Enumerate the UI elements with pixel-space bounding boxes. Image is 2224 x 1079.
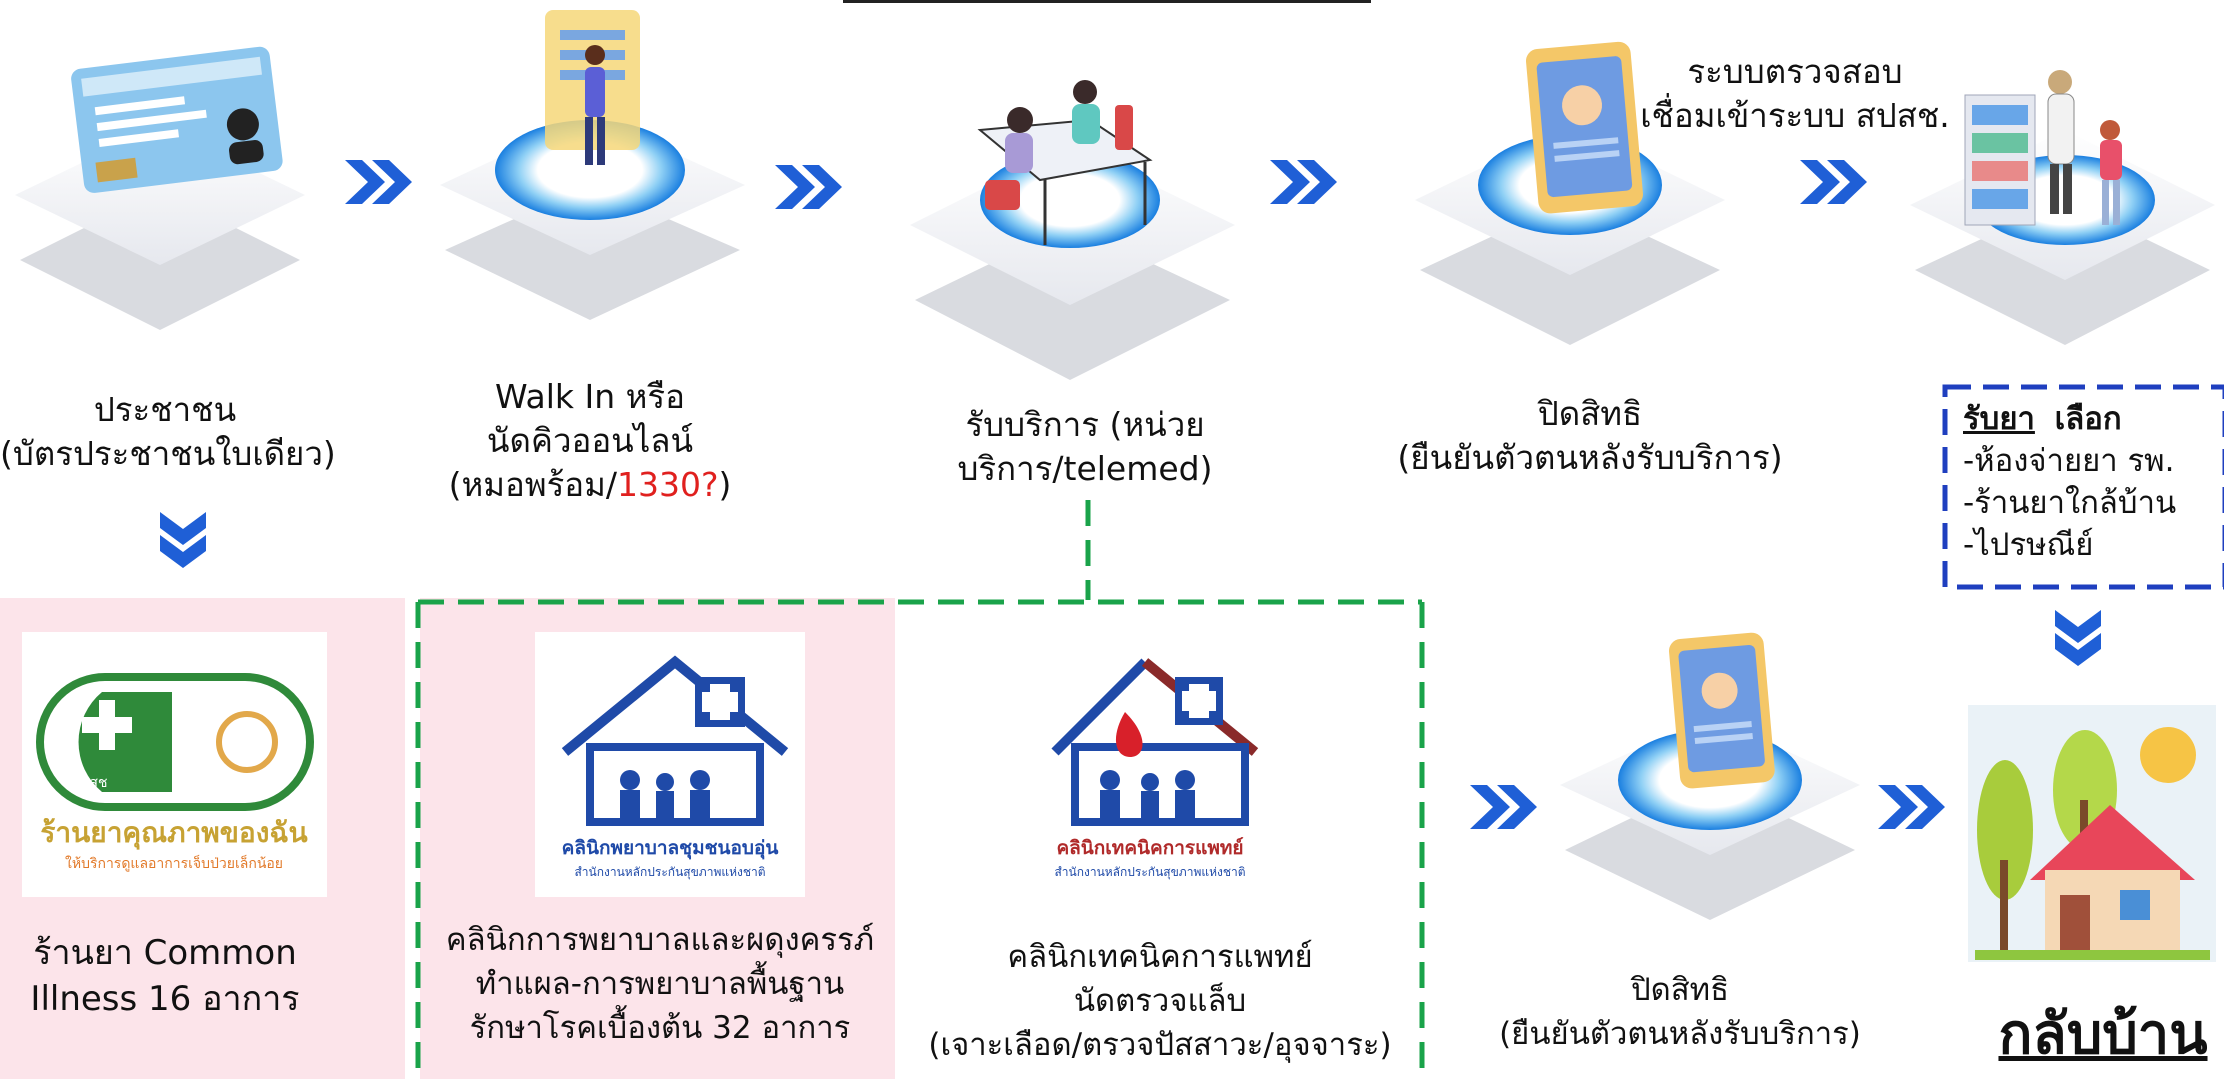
pharmacy-logo-text2: ให้บริการดูแลอาการเจ็บป่วยเล็กน้อย bbox=[65, 854, 283, 872]
lab-clinic-logo-card: คลินิกเทคนิคการแพทย์ สำนักงานหลักประกันส… bbox=[1015, 632, 1285, 897]
pickup-options: รับยา เลือก -ห้องจ่ายยา รพ. -ร้านยาใกล้บ… bbox=[1963, 398, 2223, 566]
pharmacy-line1: ร้านยา Common bbox=[33, 933, 297, 973]
step1-line1: ประชาชน bbox=[93, 390, 237, 429]
chevron-right-icon-3 bbox=[1270, 160, 1337, 204]
nursing-line1: คลินิกการพยาบาลและผดุงครรภ์ bbox=[445, 922, 875, 958]
step2-line1: Walk In หรือ bbox=[495, 377, 685, 416]
lab-line2: นัดตรวจแล็บ bbox=[1073, 983, 1247, 1019]
chevron-right-icon-2 bbox=[775, 165, 842, 209]
step3-label: รับบริการ (หน่วย บริการ/telemed) bbox=[920, 403, 1250, 491]
chevron-down-icon-1 bbox=[160, 512, 206, 568]
consultation-icon bbox=[977, 80, 1153, 245]
close-line1: ปิดสิทธิ bbox=[1630, 972, 1730, 1008]
home-icon bbox=[1968, 705, 2216, 962]
chevron-right-icon-4 bbox=[1800, 160, 1867, 204]
pharmacy-logo-small: สปสช bbox=[72, 774, 107, 790]
nursing-line2: ทำแผล-การพยาบาลพื้นฐาน bbox=[475, 966, 845, 1002]
verify-phone-icon-2 bbox=[1669, 632, 1775, 789]
close-rights-label: ปิดสิทธิ (ยืนยันตัวตนหลังรับบริการ) bbox=[1480, 968, 1880, 1056]
verify-phone-icon bbox=[1526, 41, 1643, 214]
nursing-clinic-label: คลินิกการพยาบาลและผดุงครรภ์ ทำแผล-การพยา… bbox=[430, 918, 890, 1050]
lab-line3: (เจาะเลือด/ตรวจปัสสาวะ/อุจจาระ) bbox=[928, 1027, 1392, 1063]
lab-logo-text1: คลินิกเทคนิคการแพทย์ bbox=[1056, 837, 1243, 859]
lab-logo-text2: สำนักงานหลักประกันสุขภาพแห่งชาติ bbox=[1054, 865, 1245, 880]
platform-3 bbox=[910, 145, 1235, 380]
pickup-title: รับยา เลือก bbox=[1963, 401, 2122, 437]
go-home-label: กลับบ้าน bbox=[1998, 1002, 2208, 1067]
nursing-clinic-logo-card: คลินิกพยาบาลชุมชนอบอุ่น สำนักงานหลักประก… bbox=[535, 632, 805, 897]
id-card-icon bbox=[71, 46, 283, 193]
pharmacy-label: ร้านยา Common Illness 16 อาการ bbox=[20, 930, 310, 1022]
nursing-logo-text1: คลินิกพยาบาลชุมชนอบอุ่น bbox=[562, 838, 779, 860]
pharmacy-logo-icon: สปสช ร้านยาคุณภาพของฉัน ให้บริการดูแลอาก… bbox=[36, 673, 314, 872]
step2-line3: (หมอพร้อม/1330?) bbox=[448, 465, 732, 504]
close-line2: (ยืนยันตัวตนหลังรับบริการ) bbox=[1499, 1016, 1861, 1052]
verify-note: ระบบตรวจสอบ เชื่อมเข้าระบบ สปสช. bbox=[1640, 50, 1950, 138]
chevrons bbox=[160, 160, 2101, 829]
pickup-option-post[interactable]: -ไปรษณีย์ bbox=[1963, 527, 2094, 563]
pickup-option-hospital[interactable]: -ห้องจ่ายยา รพ. bbox=[1963, 443, 2175, 479]
step4-line1: ปิดสิทธิ bbox=[1537, 394, 1643, 433]
step1-label: ประชาชน (บัตรประชาชนใบเดียว) bbox=[0, 388, 336, 476]
clinic-group-dashed-box bbox=[415, 500, 1425, 1079]
nursing-line3: รักษาโรคเบื้องต้น 32 อาการ bbox=[469, 1010, 851, 1046]
lab-clinic-logo-icon: คลินิกเทคนิคการแพทย์ สำนักงานหลักประกันส… bbox=[1051, 658, 1259, 880]
pharmacy-pickup-icon bbox=[1964, 70, 2122, 226]
step3-line1: รับบริการ (หน่วย bbox=[965, 405, 1205, 444]
nursing-logo-text2: สำนักงานหลักประกันสุขภาพแห่งชาติ bbox=[574, 865, 765, 880]
pharmacy-logo-card: สปสช ร้านยาคุณภาพของฉัน ให้บริการดูแลอาก… bbox=[22, 632, 327, 897]
nursing-clinic-logo-icon: คลินิกพยาบาลชุมชนอบอุ่น สำนักงานหลักประก… bbox=[562, 655, 789, 880]
pickup-option-pharmacy[interactable]: -ร้านยาใกล้บ้าน bbox=[1963, 485, 2177, 521]
queue-online-icon bbox=[545, 10, 640, 165]
chevron-right-icon-5 bbox=[1470, 785, 1537, 829]
step4-label: ปิดสิทธิ (ยืนยันตัวตนหลังรับบริการ) bbox=[1390, 392, 1790, 480]
verify-note-line2: เชื่อมเข้าระบบ สปสช. bbox=[1640, 96, 1950, 135]
step3-line2: บริการ/telemed) bbox=[957, 449, 1213, 488]
step2-label: Walk In หรือ นัดคิวออนไลน์ (หมอพร้อม/133… bbox=[430, 375, 750, 507]
lab-clinic-label: คลินิกเทคนิคการแพทย์ นัดตรวจแล็บ (เจาะเล… bbox=[920, 935, 1400, 1067]
pharmacy-line2: Illness 16 อาการ bbox=[30, 979, 300, 1019]
chevron-right-icon-1 bbox=[345, 160, 412, 204]
chevron-down-icon-2 bbox=[2055, 610, 2101, 666]
pharmacy-logo-text1: ร้านยาคุณภาพของฉัน bbox=[40, 817, 307, 850]
verify-note-line1: ระบบตรวจสอบ bbox=[1687, 52, 1903, 91]
hotline-number[interactable]: 1330? bbox=[617, 465, 719, 504]
title-underline bbox=[843, 0, 1371, 3]
chevron-right-icon-6 bbox=[1878, 785, 1945, 829]
step2-line2: นัดคิวออนไลน์ bbox=[486, 421, 694, 460]
pickup-dashed-box bbox=[1942, 384, 2224, 590]
lab-line1: คลินิกเทคนิคการแพทย์ bbox=[1007, 939, 1313, 975]
step4-line2: (ยืนยันตัวตนหลังรับบริการ) bbox=[1397, 438, 1783, 477]
step1-line2: (บัตรประชาชนใบเดียว) bbox=[0, 434, 336, 473]
